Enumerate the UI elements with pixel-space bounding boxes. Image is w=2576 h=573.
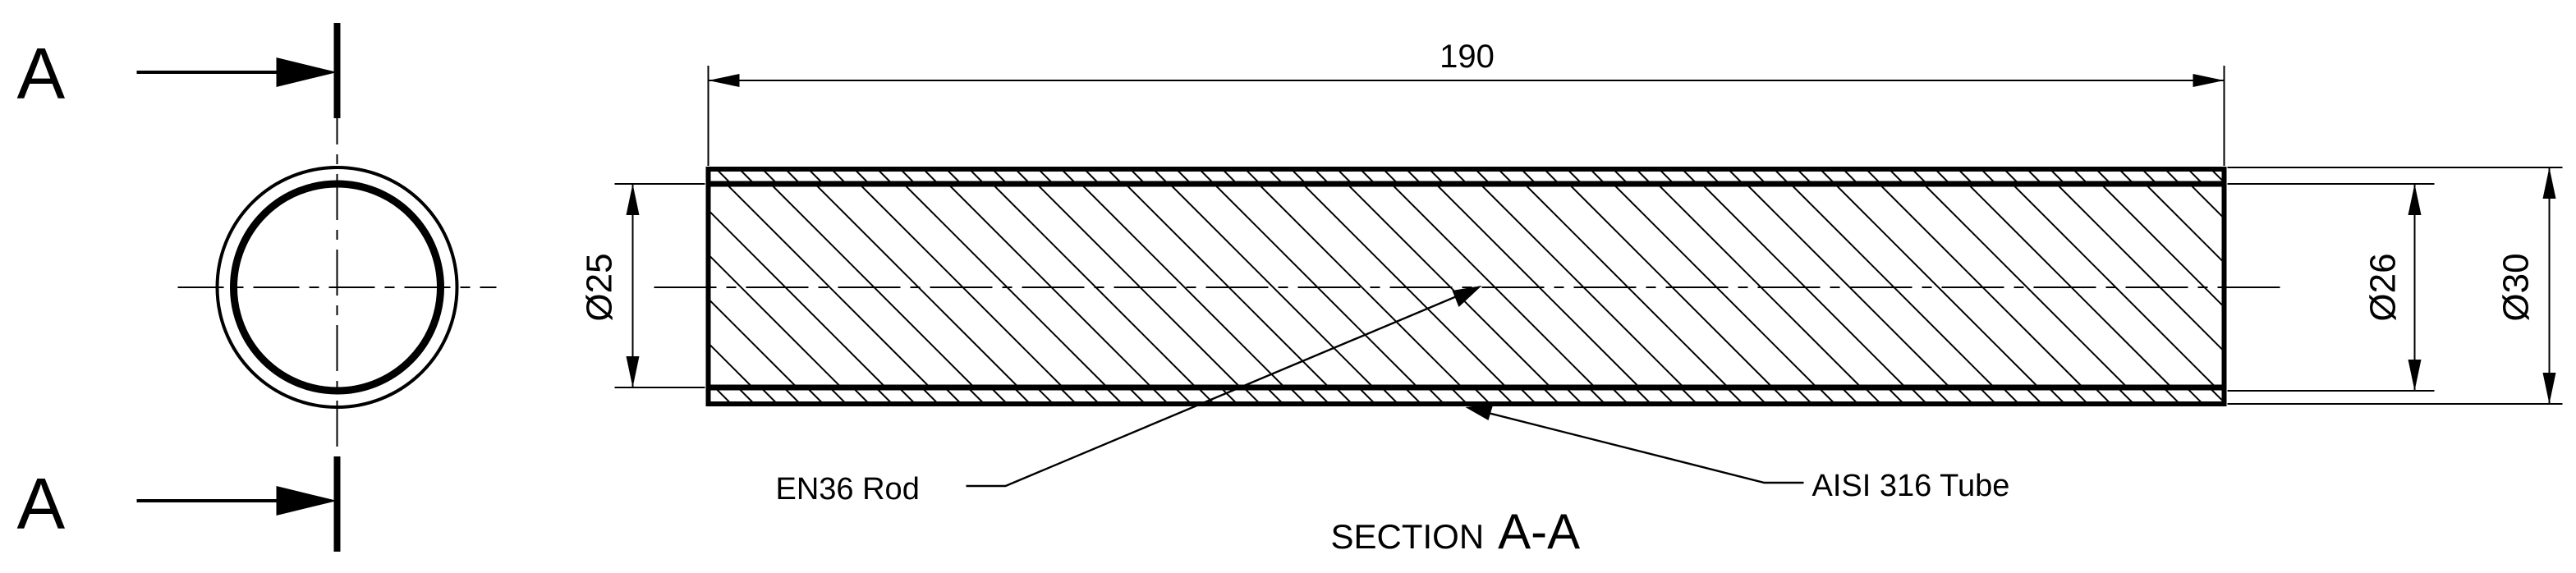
section-title: SECTION A-A [1331, 504, 1581, 559]
rod-hatch-line [708, 209, 887, 387]
rod-hatch-line [1523, 184, 1729, 387]
rod-dia-arrow-top [626, 184, 640, 215]
section-letter-top: A [17, 33, 66, 114]
rod-hatch-line [1701, 184, 1907, 387]
rod-hatch-line [1035, 184, 1242, 387]
rod-hatch-line [708, 297, 798, 387]
tube-inner-arrow-bottom [2408, 360, 2422, 391]
tube-leader-line [1478, 409, 1804, 484]
rod-hatch-line [1390, 184, 1596, 387]
dimensions [614, 66, 2563, 405]
rod-hatch-line [1568, 184, 1774, 387]
rod-hatch-line [1834, 184, 2040, 387]
rod-hatch-line [858, 184, 1064, 387]
tube-inner-arrow-top [2408, 184, 2422, 215]
rod-hatch-line [947, 184, 1153, 387]
rod-material-label: EN36 Rod [776, 472, 920, 507]
rod-hatch-line [1302, 184, 1508, 387]
length-dimension-text: 190 [1440, 39, 1495, 75]
section-arrow-top-head [276, 57, 337, 87]
rod-hatch-line [1789, 184, 1995, 387]
length-arrow-right [2193, 74, 2225, 87]
rod-hatch-line [1878, 184, 2084, 387]
rod-hatch-line [2412, 184, 2576, 387]
rod-hatch-line [708, 342, 754, 387]
section-arrow-bottom-head [276, 486, 337, 516]
rod-hatch-line [725, 184, 931, 387]
rod-hatch-line [1967, 184, 2173, 387]
rod-hatching [708, 184, 2576, 387]
section-title-name: A-A [1498, 504, 1580, 559]
rod-hatch-line [2100, 184, 2225, 309]
rod-hatch-line [1257, 184, 1463, 387]
rod-hatch-line [769, 184, 976, 387]
rod-hatch-line [1080, 184, 1286, 387]
rod-hatch-line [1612, 184, 1818, 387]
rod-hatch-line [1124, 184, 1330, 387]
tube-material-label: AISI 316 Tube [1812, 469, 2010, 503]
section-title-prefix: SECTION [1331, 517, 1485, 556]
section-letter-bottom: A [17, 463, 66, 544]
rod-leader-arrow [1452, 286, 1482, 307]
rod-hatch-line [1213, 184, 1419, 387]
tube-leader-arrow [1465, 404, 1494, 420]
rod-hatch-line [708, 253, 843, 387]
tube-inner-diameter-text: Ø26 [2363, 253, 2404, 321]
rod-hatch-line [2011, 184, 2217, 387]
rod-hatch-line [1435, 184, 1641, 387]
rod-hatch-line [1922, 184, 2128, 387]
rod-hatch-line [2055, 184, 2225, 353]
leaders [966, 286, 1804, 488]
length-arrow-left [708, 74, 740, 87]
tube-hatch-line [2234, 169, 2249, 184]
rod-hatch-line [902, 184, 1109, 387]
tube-outer-arrow-top [2542, 167, 2556, 199]
tube-outer-diameter-text: Ø30 [2496, 253, 2537, 321]
rod-hatch-line [2234, 184, 2438, 387]
rod-hatch-line [1745, 184, 1951, 387]
rod-hatch-line [814, 184, 1020, 387]
rod-leader-line [966, 289, 1471, 488]
rod-hatch-line [2144, 184, 2225, 264]
rod-diameter-text: Ø25 [580, 253, 620, 321]
rod-hatch-line [1346, 184, 1552, 387]
rod-dia-arrow-bottom [626, 356, 640, 387]
rod-hatch-line [1169, 184, 1375, 387]
section-view [654, 167, 2576, 406]
rod-hatch-line [1656, 184, 1862, 387]
rod-hatch-line [1479, 184, 1685, 387]
end-view: A A [17, 23, 497, 552]
rod-hatch-line [991, 184, 1197, 387]
tube-outer-arrow-bottom [2542, 373, 2556, 404]
